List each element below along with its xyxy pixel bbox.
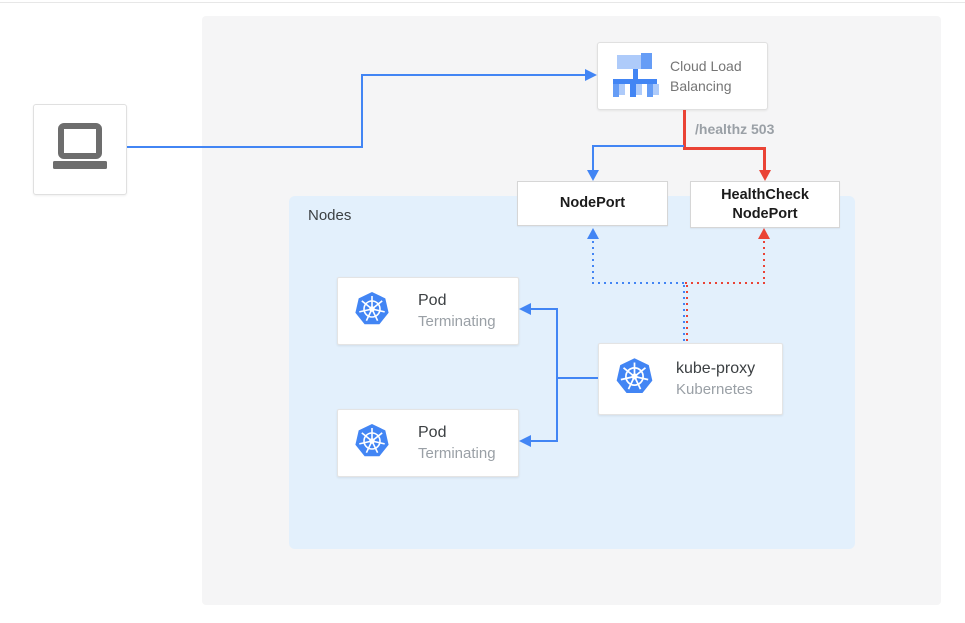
edge-blue-to-nodeport-v xyxy=(592,147,594,171)
edge-client-to-lb xyxy=(363,74,585,76)
dotted-kube-proxy-up-blue xyxy=(683,285,685,343)
dotted-kube-proxy-up-red xyxy=(686,285,688,343)
nodeport-node: NodePort xyxy=(517,181,668,226)
pod-title: Pod xyxy=(418,292,447,309)
nodes-group-label: Nodes xyxy=(308,207,352,224)
dotted-v-to-nodeport xyxy=(592,241,594,283)
cloud-load-balancing-label: Cloud Load Balancing xyxy=(670,58,742,94)
kubernetes-icon xyxy=(352,289,392,334)
client-node xyxy=(33,104,127,195)
pod-node-2: Pod Terminating xyxy=(337,409,519,477)
kubernetes-icon xyxy=(352,421,392,466)
kubernetes-icon xyxy=(613,355,656,403)
arrowhead-into-pod1 xyxy=(519,303,531,315)
edge-red-junction-h xyxy=(684,147,766,150)
arrowhead-into-nodeport xyxy=(587,170,599,181)
dotted-v-to-healthcheck xyxy=(763,241,765,283)
edge-to-pod2-h xyxy=(530,440,557,442)
edge-pods-v xyxy=(556,308,558,442)
pod-status: Terminating xyxy=(418,313,496,330)
arrowhead-into-pod2 xyxy=(519,435,531,447)
arrowhead-up-into-nodeport xyxy=(587,228,599,239)
dotted-h-to-nodeport xyxy=(592,282,685,284)
cloud-load-balancing-node: Cloud Load Balancing xyxy=(597,42,768,110)
load-balancer-icon xyxy=(610,49,662,104)
arrowhead-into-healthcheck-nodeport xyxy=(759,170,771,181)
pod-status: Terminating xyxy=(418,445,496,462)
edge-to-pod1-h xyxy=(530,308,557,310)
healthz-status-label: /healthz 503 xyxy=(695,121,775,137)
arrowhead-up-into-healthcheck xyxy=(758,228,770,239)
dotted-h-to-healthcheck xyxy=(685,282,765,284)
pod-node-1: Pod Terminating xyxy=(337,277,519,345)
laptop-icon xyxy=(50,122,110,177)
kube-proxy-subtitle: Kubernetes xyxy=(676,381,753,398)
edge-kube-proxy-h xyxy=(557,377,598,379)
arrowhead-into-load-balancer xyxy=(585,69,597,81)
edge-client-h xyxy=(127,146,363,148)
kube-proxy-node: kube-proxy Kubernetes xyxy=(598,343,783,415)
pod-title: Pod xyxy=(418,424,447,441)
kube-proxy-title: kube-proxy xyxy=(676,360,756,377)
edge-lb-red-v xyxy=(683,110,686,150)
edge-red-to-hc-v xyxy=(763,149,766,171)
top-divider xyxy=(0,2,965,3)
edge-blue-junction-h xyxy=(592,145,684,147)
edge-client-v xyxy=(361,74,363,148)
healthcheck-nodeport-node: HealthCheck NodePort xyxy=(690,181,840,228)
